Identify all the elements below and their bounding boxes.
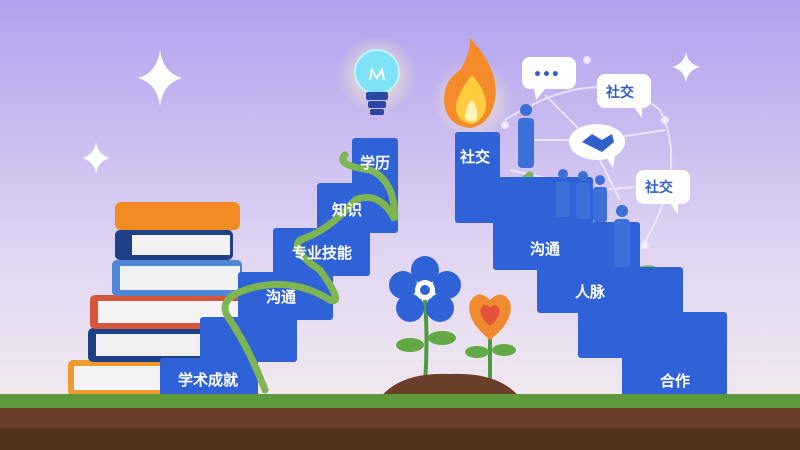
- person-icon: [518, 104, 630, 267]
- step-label: 学术成就: [178, 371, 238, 389]
- soil-mound: [380, 373, 520, 398]
- lightbulb-icon: [337, 35, 417, 115]
- speech-bubble-dots: •••: [522, 57, 576, 100]
- blue-flower: [389, 256, 461, 386]
- svg-text:•••: •••: [533, 67, 560, 83]
- step-label: 学历: [360, 154, 390, 172]
- step-label: 沟通: [530, 240, 560, 258]
- book-stack: [68, 202, 242, 396]
- speech-bubble-social: 社交: [636, 170, 690, 214]
- sparkle-icon: [82, 50, 700, 174]
- speech-bubble-social: 社交: [597, 74, 651, 118]
- svg-text:社交: 社交: [644, 179, 673, 196]
- step-label: 人脉: [575, 283, 606, 301]
- svg-text:社交: 社交: [605, 84, 634, 101]
- step-label: 沟通: [266, 288, 296, 306]
- step-label: 知识: [332, 201, 362, 219]
- heart-flower: [465, 294, 516, 385]
- grass-strip: [0, 394, 800, 410]
- step-label: 社交: [459, 148, 490, 166]
- handshake-bubble: [569, 124, 625, 168]
- step-label: 专业技能: [292, 244, 352, 262]
- flame-icon: [432, 38, 512, 140]
- step-label: 合作: [659, 372, 690, 390]
- handshake-icon: [582, 134, 614, 152]
